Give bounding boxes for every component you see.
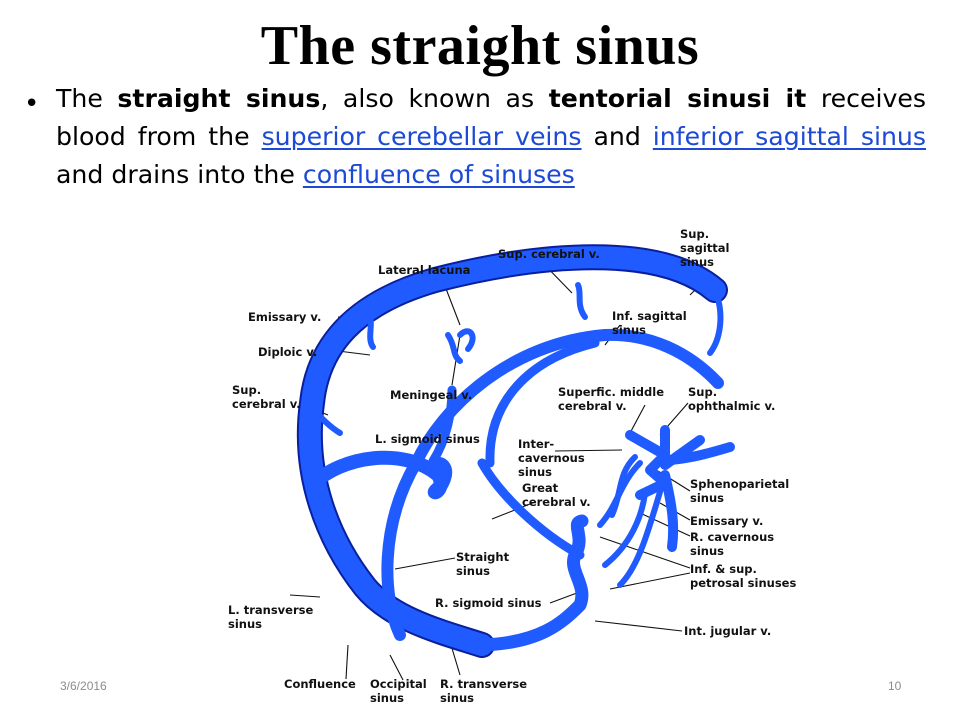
footer-date: 3/6/2016 [60,679,107,693]
bullet-bold-term: tentorial sinusi it [548,84,807,113]
bullet-text: The straight sinus, also known as tentor… [56,80,926,194]
label-l-transverse-sinus: L. transverse sinus [228,603,314,631]
label-great-cerebral-v: Great cerebral v. [522,481,591,509]
bullet-text-segment: , also known as [320,84,549,113]
label-sup-sagittal-sinus: Sup. sagittal sinus [680,227,730,269]
label-l-sigmoid-sinus: L. sigmoid sinus [375,432,480,446]
bullet-dot-icon: • [24,89,40,119]
label-meningeal-v: Meningeal v. [390,388,473,402]
label-superfic-middle-cerebral-v: Superfic. middle cerebral v. [558,385,665,413]
label-r-cavernous-sinus: R. cavernous sinus [690,530,775,558]
label-inf-sagittal-sinus: Inf. sagittal sinus [612,309,687,337]
label-sphenoparietal-sinus: Sphenoparietal sinus [690,477,790,505]
link-confluence-of-sinuses[interactable]: confluence of sinuses [302,160,575,189]
label-sup-cerebral-v-left: Sup. cerebral v. [232,383,301,411]
label-r-transverse-sinus: R. transverse sinus [440,677,528,705]
bullet-text-segment: The [56,84,118,113]
label-lateral-lacuna: Lateral lacuna [378,263,471,277]
label-r-sigmoid-sinus: R. sigmoid sinus [435,596,542,610]
vessels [296,244,735,658]
label-intercavernous-sinus: Inter- cavernous sinus [518,437,585,479]
footer-page-number: 10 [888,679,902,693]
label-sup-ophthalmic-v: Sup. ophthalmic v. [688,385,776,413]
sinus-illustration [289,244,735,681]
bullet-text-segment: receives blood from the [56,84,926,151]
slide-title: The straight sinus [260,15,700,77]
bullet-point: • The straight sinus, also known as tent… [24,80,926,194]
label-int-jugular-v: Int. jugular v. [684,624,772,638]
label-occipital-sinus: Occipital sinus [370,677,427,705]
link-inferior-sagittal-sinus[interactable]: inferior sagittal sinus [652,122,927,151]
label-sup-cerebral-v: Sup. cerebral v. [498,247,600,261]
venous-sinus-diagram: Sup. sagittal sinus Sup. cerebral v. Lat… [220,225,800,720]
label-emissary-v-right: Emissary v. [690,514,764,528]
label-diploic-v: Diploic v. [258,345,318,359]
label-inf-sup-petrosal-sinuses: Inf. & sup. petrosal sinuses [690,562,797,590]
bullet-bold-term: straight sinus [117,84,321,113]
label-emissary-v-left: Emissary v. [248,310,322,324]
label-straight-sinus: Straight sinus [456,550,510,578]
link-superior-cerebellar-veins[interactable]: superior cerebellar veins [261,122,582,151]
bullet-text-segment: and [581,122,653,151]
bullet-text-segment: and drains into the [56,160,303,189]
label-confluence: Confluence [284,677,356,691]
